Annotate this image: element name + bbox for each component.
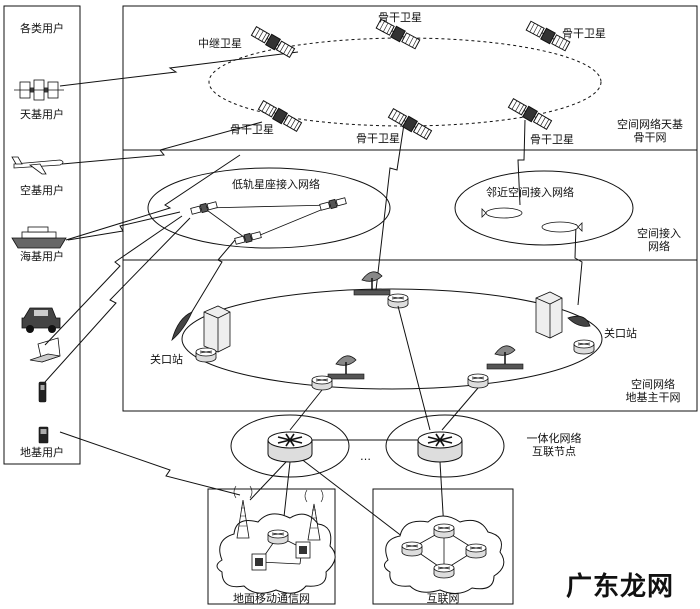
space-access-layer-label: 空间接入 网络 bbox=[637, 227, 681, 253]
sea-user-label: 海基用户 bbox=[20, 250, 64, 263]
router-icon bbox=[311, 375, 333, 391]
space-user-label: 天基用户 bbox=[20, 108, 64, 121]
backbone-satellite-label: 骨干卫星 bbox=[230, 123, 274, 136]
near-space-ellipse bbox=[454, 170, 634, 246]
satellite-dish-icon bbox=[327, 355, 365, 380]
router-icon bbox=[267, 529, 289, 545]
integration-node-ellipse bbox=[230, 414, 350, 478]
switch-icon bbox=[295, 541, 311, 559]
layers-frame bbox=[122, 5, 698, 412]
router-icon bbox=[433, 563, 455, 579]
backbone-orbit bbox=[208, 37, 602, 127]
jeep-icon bbox=[21, 307, 61, 333]
router-icon bbox=[573, 339, 595, 355]
backbone-satellite-label: 骨干卫星 bbox=[562, 27, 606, 40]
relay-satellite-label: 中继卫星 bbox=[198, 37, 242, 50]
backbone-satellite-label: 骨干卫星 bbox=[378, 11, 422, 24]
cell-tower-icon bbox=[304, 489, 324, 541]
mobile-network-label: 地面移动通信网 bbox=[233, 592, 310, 605]
router-icon bbox=[401, 541, 423, 557]
laptop-icon bbox=[29, 337, 61, 363]
users-header: 各类用户 bbox=[20, 22, 64, 35]
server-icon bbox=[535, 291, 563, 339]
router-icon bbox=[467, 373, 489, 389]
leo-access-label: 低轨星座接入网络 bbox=[232, 178, 320, 191]
air-user-label: 空基用户 bbox=[20, 184, 64, 197]
router-icon bbox=[195, 347, 217, 363]
ground-user-label: 地基用户 bbox=[20, 446, 64, 459]
backbone-satellite-icon bbox=[507, 97, 553, 131]
leo-constellation-links bbox=[203, 204, 334, 241]
ground-backbone-ring bbox=[181, 288, 603, 390]
node-links bbox=[249, 305, 479, 551]
ship-icon bbox=[11, 226, 67, 249]
space-ground-links bbox=[44, 51, 583, 496]
ellipsis-label: … bbox=[360, 450, 371, 463]
gateway-dish-icon bbox=[567, 315, 591, 327]
leo-satellite-icon bbox=[190, 200, 218, 216]
satellite-dish-icon bbox=[353, 271, 391, 296]
space-backbone-layer-label: 空间网络天基 骨干网 bbox=[617, 118, 683, 144]
router-icon bbox=[465, 543, 487, 559]
leo-access-ellipse bbox=[147, 167, 391, 249]
mobile-cloud-icon bbox=[216, 513, 336, 594]
airship-icon bbox=[481, 207, 523, 219]
leo-satellite-icon bbox=[319, 196, 347, 212]
mobile-network-box bbox=[207, 488, 336, 605]
gateway-label: 关口站 bbox=[604, 327, 637, 340]
near-space-access-label: 邻近空间接入网络 bbox=[486, 186, 574, 199]
satellite-dish-icon bbox=[486, 345, 524, 370]
server-icon bbox=[203, 305, 231, 353]
backbone-satellite-label: 骨干卫星 bbox=[530, 133, 574, 146]
handset-icon bbox=[38, 381, 47, 403]
gateway-dish-icon bbox=[171, 311, 193, 342]
backbone-satellite-label: 骨干卫星 bbox=[356, 132, 400, 145]
gateway-label: 关口站 bbox=[150, 353, 183, 366]
integrated-node-label: 一体化网络 互联节点 bbox=[526, 432, 582, 458]
watermark-logo: 广东龙网 bbox=[566, 572, 675, 602]
airplane-icon bbox=[11, 156, 64, 175]
switch-icon bbox=[251, 553, 267, 571]
ground-backbone-layer-label: 空间网络 地基主干网 bbox=[625, 378, 681, 404]
core-router-icon bbox=[267, 431, 313, 463]
space-station-icon bbox=[14, 79, 64, 101]
router-icon bbox=[433, 523, 455, 539]
airship-icon bbox=[541, 221, 583, 233]
integration-node-ellipse bbox=[385, 414, 505, 478]
internet-box bbox=[372, 488, 514, 605]
mobile-phone-icon bbox=[38, 426, 49, 444]
router-icon bbox=[387, 293, 409, 309]
core-router-icon bbox=[417, 431, 463, 463]
internet-label: 互联网 bbox=[426, 592, 460, 605]
cell-tower-icon bbox=[233, 485, 253, 539]
